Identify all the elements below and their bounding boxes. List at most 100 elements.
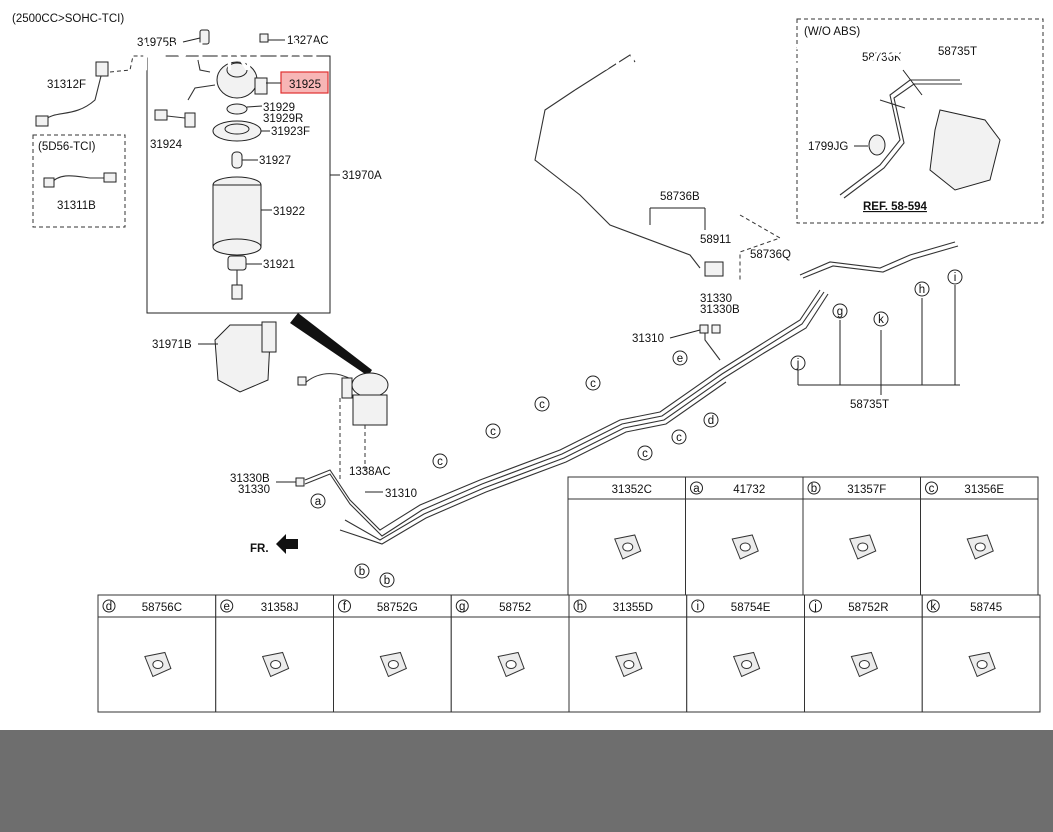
svg-text:g: g: [837, 306, 843, 318]
footer-bar: [0, 730, 1053, 832]
label-58736B: 58736B: [660, 191, 700, 203]
legend-letter: i: [696, 601, 699, 613]
legend-part-number: 58754E: [731, 602, 771, 614]
callout-c: c: [485, 423, 501, 439]
legend-letter: f: [343, 601, 347, 613]
legend-letter: k: [930, 601, 936, 613]
label-1338AC: 1338AC: [349, 466, 391, 478]
label-58735T-bottom: 58735T: [850, 399, 889, 411]
legend-part-number: 58756C: [142, 602, 182, 614]
label-31924: 31924: [150, 139, 183, 151]
svg-text:e: e: [677, 353, 683, 365]
part-31971B-drawing: [198, 321, 277, 393]
part-31975B-drawing: [182, 29, 210, 45]
legend-letter: g: [459, 601, 465, 613]
svg-text:k: k: [878, 314, 884, 326]
label-31971B: 31971B: [152, 339, 192, 351]
legend-part-number: 58752: [499, 602, 531, 614]
callout-j: j: [790, 355, 806, 371]
label-1799JG: 1799JG: [808, 141, 848, 153]
mounted-filter-assembly: [297, 372, 389, 480]
callout-b: b: [379, 572, 395, 588]
label-31330B-left: 31330B: [230, 473, 270, 485]
svg-text:h: h: [919, 284, 925, 296]
legend-part-number: 58752G: [377, 602, 418, 614]
label-31312F: 31312F: [47, 79, 86, 91]
part-31924-drawing: [154, 109, 196, 128]
callout-c: c: [637, 445, 653, 461]
svg-text:j: j: [796, 358, 800, 370]
parts-diagram: (2500CC>SOHC-TCI) (5D56-TCI) 31311B 3131…: [12, 13, 1044, 713]
legend-cell-58754E: i 58754E: [686, 594, 805, 713]
label-31311B: 31311B: [57, 200, 96, 212]
legend-part-number: 58745: [970, 602, 1002, 614]
legend-cell-58756C: d 58756C: [97, 594, 217, 713]
label-31929R: 31929R: [263, 113, 303, 125]
label-31330-left: 31330: [238, 484, 270, 496]
callout-c: c: [432, 453, 448, 469]
label-31923F: 31923F: [271, 126, 310, 138]
label-1327AC: 1327AC: [287, 35, 329, 47]
legend-letter: d: [106, 601, 112, 613]
variant-note: (2500CC>SOHC-TCI): [12, 13, 124, 25]
callout-c: c: [671, 429, 687, 445]
label-31330B-right: 31330B: [700, 304, 740, 316]
inset-wo-abs: [796, 18, 1044, 224]
part-1327AC-drawing: [259, 33, 285, 43]
callout-e: e: [672, 350, 688, 366]
front-label: FR.: [250, 543, 269, 555]
callout-k: k: [873, 311, 889, 327]
svg-text:b: b: [359, 566, 365, 578]
svg-text:c: c: [539, 399, 545, 411]
svg-text:c: c: [490, 426, 496, 438]
label-31975B: 31975B: [137, 37, 177, 49]
label-31925: 31925: [289, 79, 321, 91]
legend-part-number: 41732: [733, 484, 765, 496]
label-58736Q: 58736Q: [750, 249, 791, 261]
legend-letter: h: [577, 601, 583, 613]
callout-c: c: [585, 375, 601, 391]
part-31921-drawing: [227, 255, 262, 300]
callout-i: i: [947, 269, 963, 285]
legend-part-number: 31356E: [964, 484, 1004, 496]
footer-reference-number: N - 31925: [730, 35, 906, 79]
legend-letter: e: [224, 601, 230, 613]
callout-g: g: [832, 303, 848, 319]
footer-brand-part-number: HYUNDAI KIA - 319254H001: [140, 35, 658, 79]
legend-cell-31355D: h 31355D: [568, 594, 688, 713]
callout-h: h: [914, 281, 930, 297]
legend-cell-58752: g 58752: [450, 594, 570, 713]
label-31310-left: 31310: [385, 488, 417, 500]
callout-d: d: [703, 412, 719, 428]
fuel-lines: [304, 54, 959, 545]
label-31927: 31927: [259, 155, 291, 167]
legend-cell-31352C: 31352C: [567, 476, 686, 596]
inset-abs-drawing: [839, 69, 1001, 199]
callout-c: c: [534, 396, 550, 412]
label-31330-right: 31330: [700, 293, 732, 305]
part-31923F-drawing: [212, 120, 270, 142]
part-31927-drawing: [231, 151, 258, 169]
label-31921: 31921: [263, 259, 295, 271]
svg-text:c: c: [676, 432, 682, 444]
part-58911-drawing: [704, 261, 724, 277]
ref-label: REF. 58-594: [863, 201, 928, 213]
svg-text:d: d: [708, 415, 714, 427]
part-31929-drawing: [226, 103, 263, 115]
label-31922: 31922: [273, 206, 305, 218]
part-31311B-drawing: [43, 172, 117, 188]
legend-cell-58752G: f 58752G: [333, 594, 452, 713]
legend-part-number: 31355D: [613, 602, 653, 614]
callout-b: b: [354, 563, 370, 579]
inset-wo-abs-label: (W/O ABS): [804, 26, 860, 38]
svg-text:c: c: [437, 456, 443, 468]
variant-box-5d56: [32, 134, 126, 228]
legend-letter: j: [813, 601, 817, 613]
legend-part-number: 31357F: [847, 484, 886, 496]
